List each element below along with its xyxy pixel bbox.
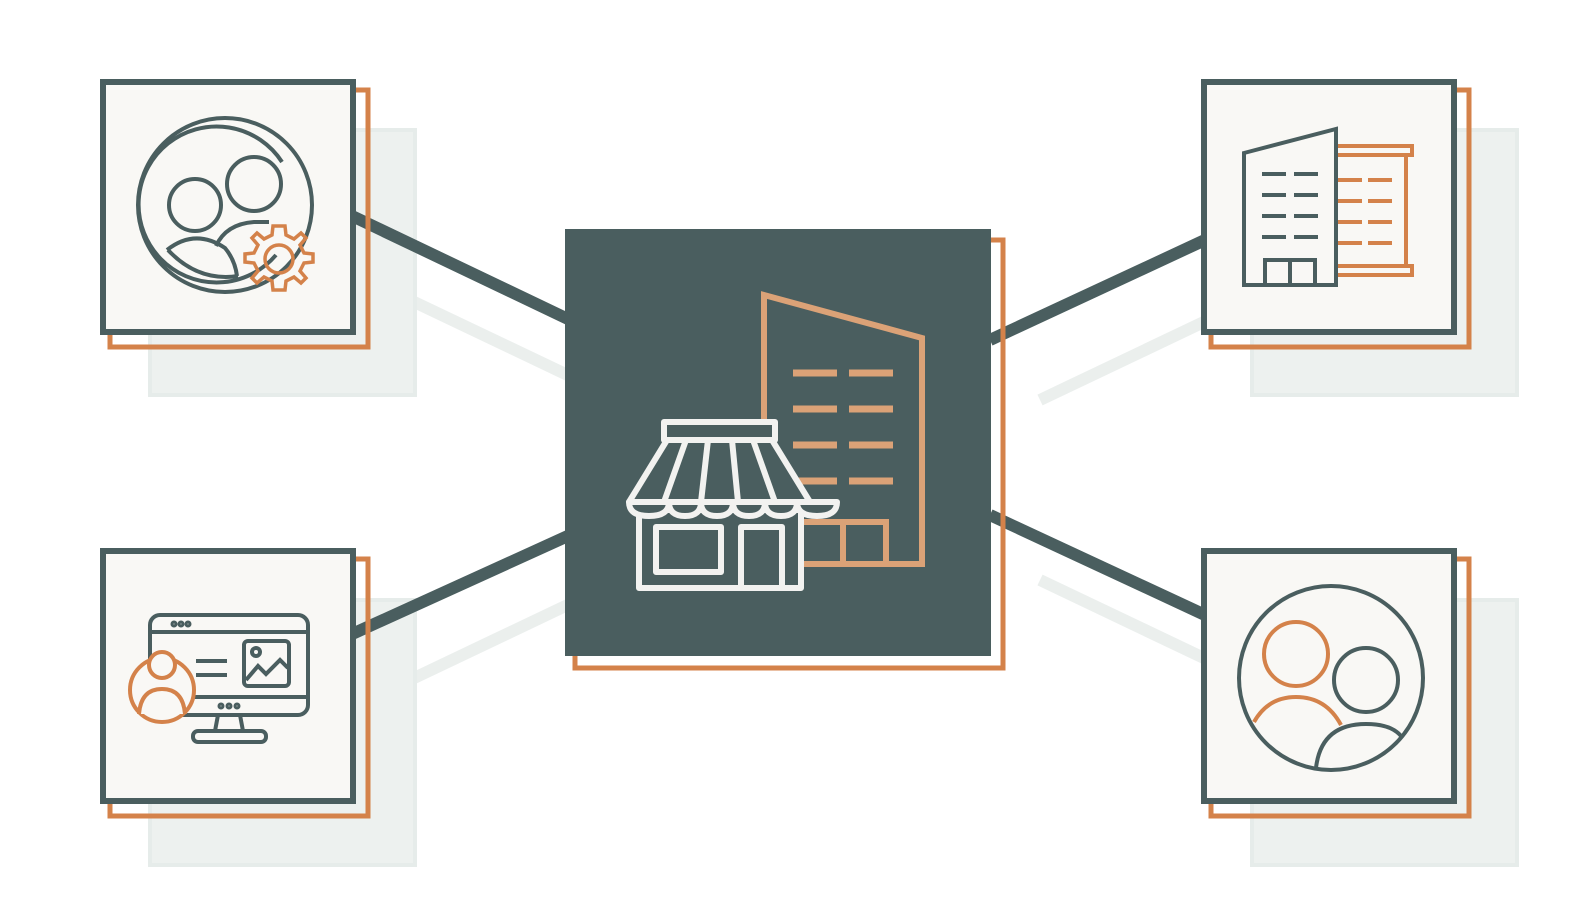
connector-bottom-left	[347, 529, 573, 641]
node-bottom-left[interactable]	[100, 548, 371, 819]
node-top-right[interactable]	[1201, 79, 1472, 350]
center-node	[565, 229, 1006, 671]
team-settings-gear-icon	[136, 116, 315, 294]
connectors	[347, 209, 1208, 641]
connector-top-right	[987, 234, 1208, 346]
connector-bottom-right	[987, 509, 1208, 621]
online-profile-monitor-icon	[128, 613, 310, 744]
office-building-icon	[1242, 126, 1414, 287]
user-group-icon	[1237, 584, 1425, 772]
node-top-left[interactable]	[100, 79, 371, 350]
connector-top-left	[347, 209, 573, 326]
storefront-icon	[626, 419, 840, 591]
node-bottom-right[interactable]	[1201, 548, 1472, 819]
